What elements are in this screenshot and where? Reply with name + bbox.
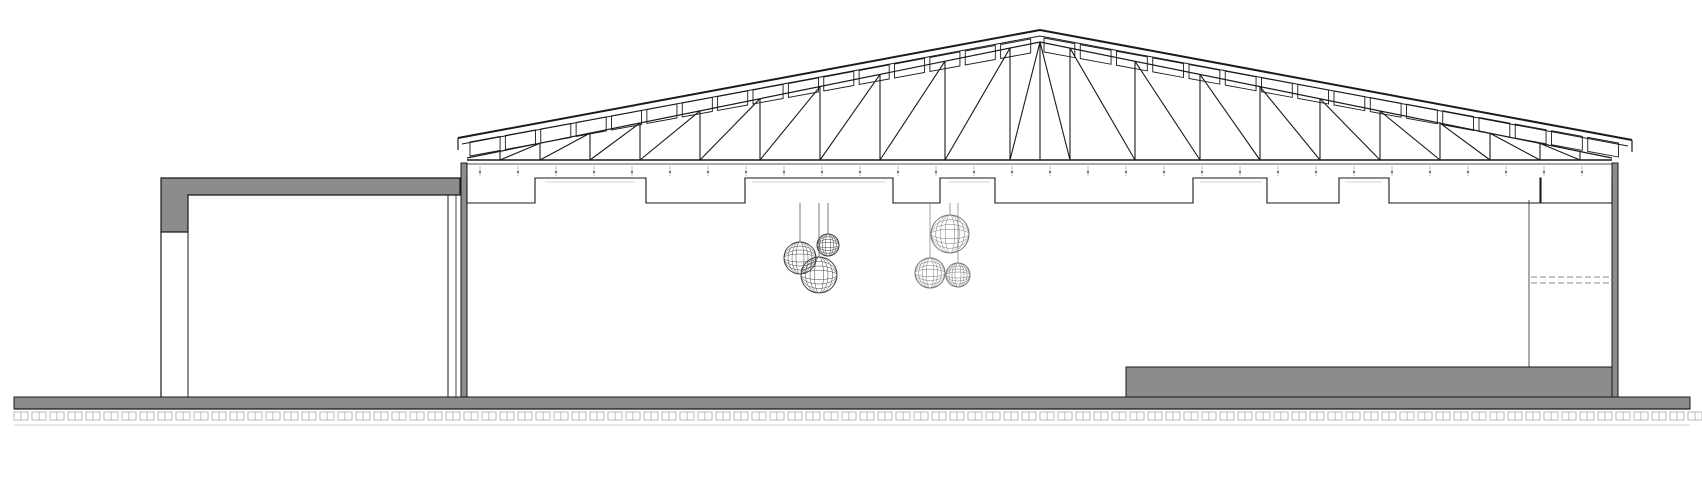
roof-truss [466,41,1613,165]
pendant-lights-group-left [783,203,840,294]
ceiling-coffers [466,166,1613,204]
section-cut-floor-slab [13,396,1691,410]
stage-platform [1125,366,1613,398]
pitched-roof [457,28,1633,158]
main-hall-walls [460,162,1619,398]
annex-volume [160,177,461,397]
ground-hatch [13,411,1702,426]
pendant-lights-group-right [914,203,971,289]
